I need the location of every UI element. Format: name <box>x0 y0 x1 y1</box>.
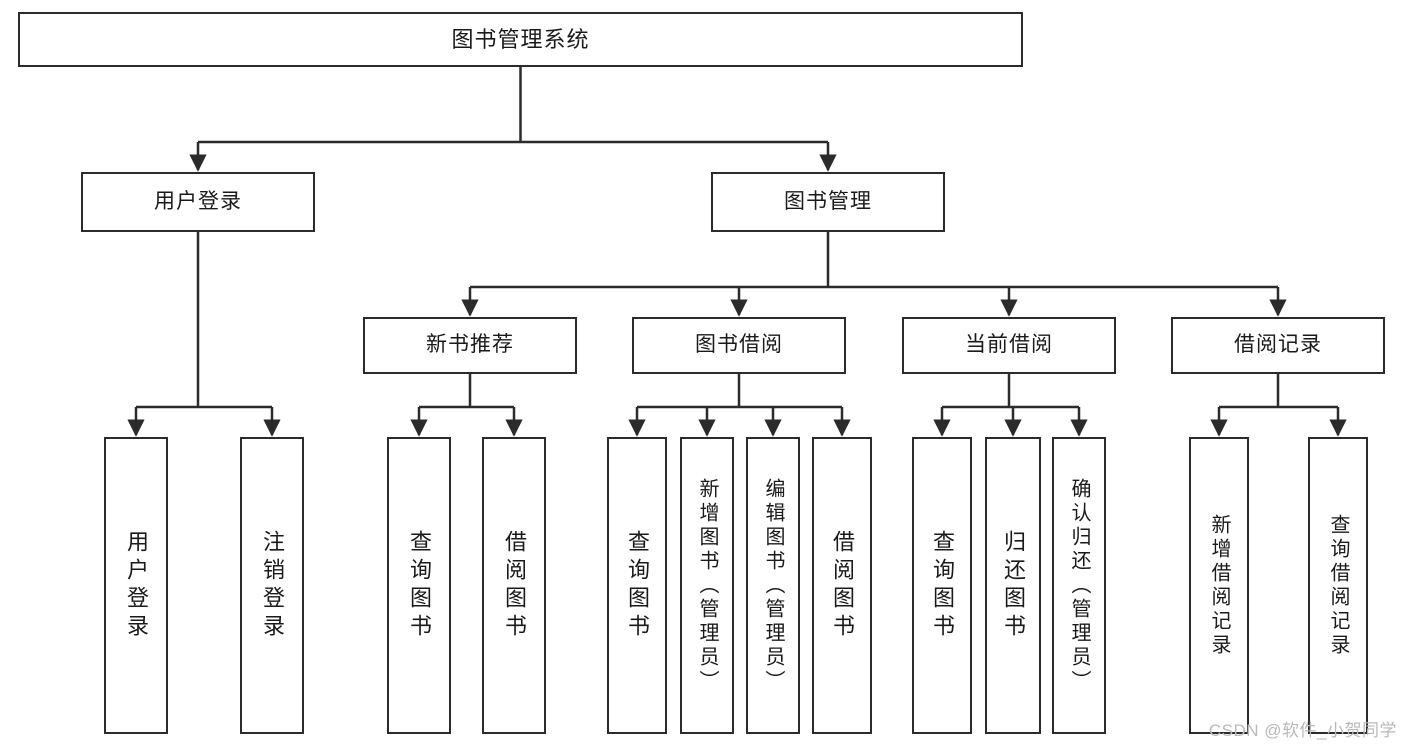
node-leaf-add-record-label: 新增借阅记录 <box>1208 513 1230 658</box>
node-root-label: 图书管理系统 <box>451 26 590 52</box>
node-leaf-query-record[interactable]: 查询借阅记录 <box>1308 437 1368 734</box>
node-current-borrow[interactable]: 当前借阅 <box>902 317 1116 374</box>
node-leaf-edit-book[interactable]: 编辑图书（管理员） <box>746 437 800 734</box>
connector-bus <box>637 374 842 409</box>
node-leaf-edit-book-label: 编辑图书（管理员） <box>762 477 784 694</box>
node-leaf-borrow-book-2-label: 借阅图书 <box>830 529 855 642</box>
node-leaf-add-book[interactable]: 新增图书（管理员） <box>680 437 734 734</box>
node-leaf-user-login-label: 用户登录 <box>124 529 149 642</box>
node-book-manage[interactable]: 图书管理 <box>711 172 945 232</box>
node-root[interactable]: 图书管理系统 <box>18 12 1023 67</box>
node-user-login[interactable]: 用户登录 <box>81 172 315 232</box>
node-leaf-logout-label: 注销登录 <box>260 529 285 642</box>
node-new-book-rec[interactable]: 新书推荐 <box>363 317 577 374</box>
node-leaf-borrow-book-1[interactable]: 借阅图书 <box>482 437 546 734</box>
connector-bus <box>1219 374 1338 409</box>
node-leaf-query-book-2-label: 查询图书 <box>625 529 650 642</box>
node-leaf-add-book-label: 新增图书（管理员） <box>696 477 718 694</box>
node-leaf-query-record-label: 查询借阅记录 <box>1327 513 1349 658</box>
node-user-login-label: 用户登录 <box>154 189 242 213</box>
connector-bus <box>470 232 1278 289</box>
node-leaf-borrow-book-1-label: 借阅图书 <box>502 529 527 642</box>
node-leaf-user-login[interactable]: 用户登录 <box>104 437 168 734</box>
node-borrow-record[interactable]: 借阅记录 <box>1171 317 1385 374</box>
node-leaf-logout[interactable]: 注销登录 <box>240 437 304 734</box>
connector-bus <box>136 232 272 409</box>
node-leaf-confirm-return-label: 确认归还（管理员） <box>1068 477 1090 694</box>
node-book-borrow[interactable]: 图书借阅 <box>632 317 846 374</box>
node-new-book-rec-label: 新书推荐 <box>426 333 514 357</box>
node-leaf-query-book-3[interactable]: 查询图书 <box>912 437 972 734</box>
node-leaf-query-book-2[interactable]: 查询图书 <box>607 437 667 734</box>
node-borrow-record-label: 借阅记录 <box>1234 333 1322 357</box>
node-leaf-confirm-return[interactable]: 确认归还（管理员） <box>1052 437 1106 734</box>
connector-bus <box>942 374 1079 409</box>
node-leaf-return-book[interactable]: 归还图书 <box>985 437 1041 734</box>
node-leaf-add-record[interactable]: 新增借阅记录 <box>1189 437 1249 734</box>
connector-bus <box>198 67 828 144</box>
node-leaf-query-book-1[interactable]: 查询图书 <box>387 437 451 734</box>
node-leaf-query-book-1-label: 查询图书 <box>407 529 432 642</box>
connector-bus <box>419 374 514 409</box>
node-leaf-borrow-book-2[interactable]: 借阅图书 <box>812 437 872 734</box>
node-leaf-query-book-3-label: 查询图书 <box>930 529 955 642</box>
node-current-borrow-label: 当前借阅 <box>965 333 1053 357</box>
node-book-borrow-label: 图书借阅 <box>695 333 783 357</box>
node-leaf-return-book-label: 归还图书 <box>1001 529 1026 642</box>
node-book-manage-label: 图书管理 <box>784 189 872 213</box>
